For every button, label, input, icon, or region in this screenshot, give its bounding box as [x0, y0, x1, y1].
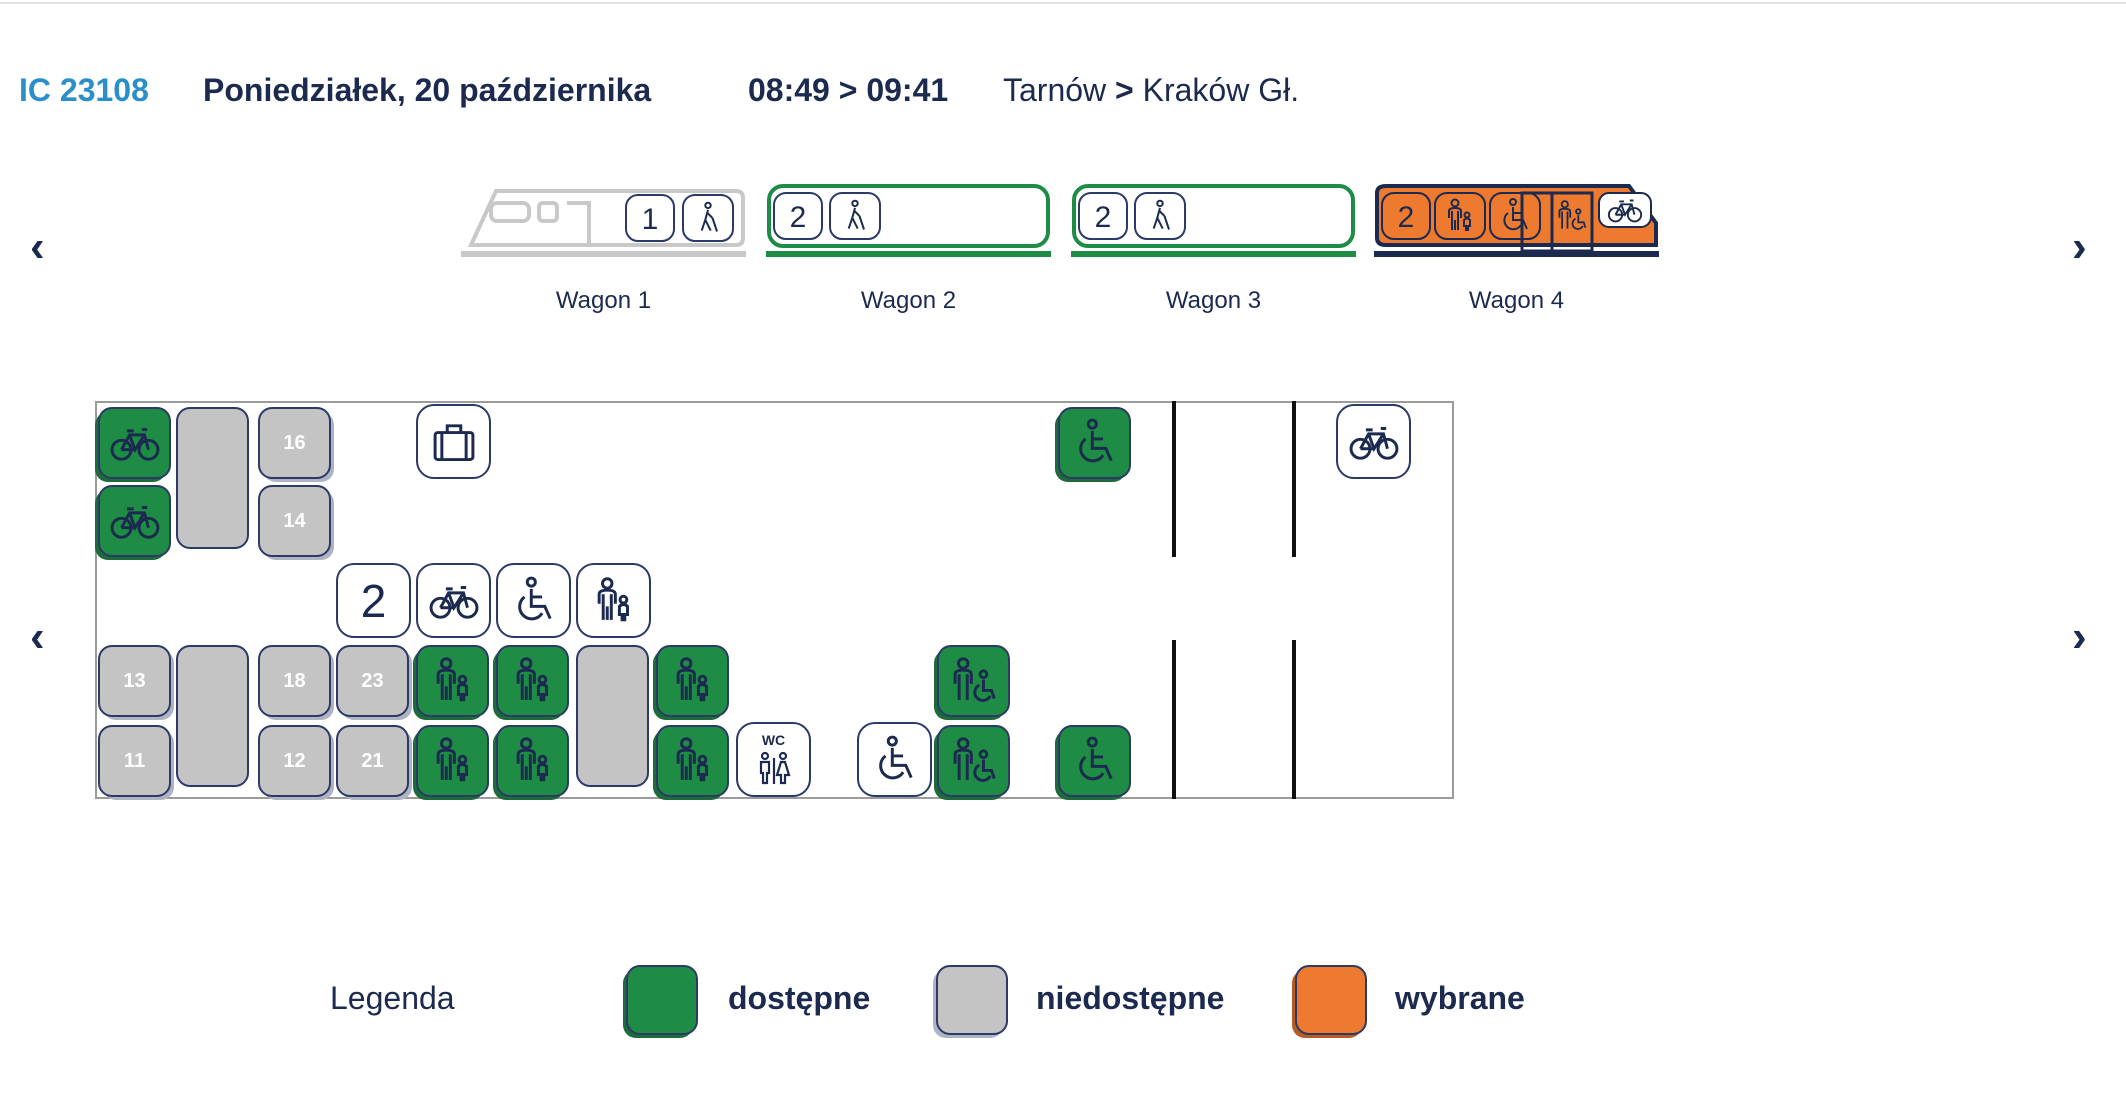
door-line — [1292, 401, 1296, 557]
seat-13: 13 — [98, 645, 171, 717]
wagon-3[interactable]: 2 — [1071, 183, 1356, 258]
family-icon — [506, 654, 560, 708]
table — [576, 645, 649, 787]
wagon-4-class: 2 — [1398, 201, 1415, 234]
family-wheelchair-seat-available[interactable] — [937, 645, 1010, 717]
wagon-prev-button[interactable]: ‹ — [30, 222, 45, 271]
bike-space-available[interactable] — [98, 485, 171, 557]
wagon-3-label: Wagon 3 — [1165, 287, 1262, 314]
family-seat-available[interactable] — [656, 725, 729, 797]
route: Tarnów > Kraków Gł. — [1003, 72, 1299, 109]
family-icon — [426, 734, 480, 788]
family-wheelchair-icon — [947, 734, 1001, 788]
luggage-area — [416, 404, 491, 479]
wagon-2[interactable]: 2 — [766, 183, 1051, 258]
family-seat-available[interactable] — [496, 645, 569, 717]
wagon-3-graphic: 2 — [1071, 184, 1356, 257]
seat-12: 12 — [258, 725, 331, 797]
luggage-icon — [427, 415, 481, 469]
toilet-icon — [754, 748, 794, 788]
route-to: Kraków Gł. — [1142, 72, 1300, 108]
wagon-1-label: Wagon 1 — [555, 287, 652, 314]
legend-unavailable-swatch — [936, 965, 1008, 1035]
wagon-1-class: 1 — [642, 203, 659, 236]
map-prev-button[interactable]: ‹ — [30, 612, 45, 661]
bike-icon — [108, 494, 162, 548]
train-number: IC 23108 — [19, 72, 149, 108]
wheelchair-icon — [507, 574, 561, 628]
legend-available-swatch — [626, 965, 698, 1035]
family-seat-available[interactable] — [656, 645, 729, 717]
seat-16: 16 — [258, 407, 331, 479]
wagon-1-graphic: 1 — [461, 189, 746, 257]
legend-selected-swatch — [1295, 965, 1367, 1035]
map-next-button[interactable]: › — [2072, 612, 2087, 661]
family-seat-available[interactable] — [416, 645, 489, 717]
bike-icon — [1347, 415, 1401, 469]
wagon-next-button[interactable]: › — [2072, 222, 2087, 271]
wagon-1[interactable]: 1 — [461, 183, 746, 258]
family-icon — [666, 654, 720, 708]
wheelchair-icon — [868, 733, 922, 787]
seat-map — [95, 401, 1454, 799]
wc-label: WC — [761, 731, 786, 748]
legend-unavailable-label: niedostępne — [1036, 980, 1225, 1016]
seat-21: 21 — [336, 725, 409, 797]
wagon-4-label: Wagon 4 — [1468, 287, 1565, 314]
wheelchair-area — [857, 722, 932, 797]
legend-available-label: dostępne — [728, 980, 871, 1016]
seat-14: 14 — [258, 485, 331, 557]
class-badge: 2 — [336, 563, 411, 638]
table — [176, 407, 249, 549]
wheelchair-compartment-label — [496, 563, 571, 638]
seat-11: 11 — [98, 725, 171, 797]
wagon-4-graphic: 2 — [1374, 184, 1659, 257]
bike-compartment-label — [416, 563, 491, 638]
seat-18: 18 — [258, 645, 331, 717]
door-line — [1172, 401, 1176, 557]
travel-time: 08:49 > 09:41 — [748, 72, 949, 108]
wheelchair-space-available[interactable] — [1058, 407, 1131, 479]
family-icon — [587, 574, 641, 628]
bike-icon — [427, 574, 481, 628]
legend-title: Legenda — [330, 980, 455, 1016]
family-wheelchair-seat-available[interactable] — [937, 725, 1010, 797]
wagon-2-class: 2 — [790, 201, 807, 234]
table — [176, 645, 249, 787]
door-line — [1172, 640, 1176, 799]
family-icon — [426, 654, 480, 708]
seat-23: 23 — [336, 645, 409, 717]
family-wheelchair-icon — [947, 654, 1001, 708]
family-icon — [506, 734, 560, 788]
wheelchair-icon — [1068, 416, 1122, 470]
family-seat-available[interactable] — [416, 725, 489, 797]
family-seat-available[interactable] — [496, 725, 569, 797]
family-icon — [666, 734, 720, 788]
toilet: WC — [736, 722, 811, 797]
family-compartment-label — [576, 563, 651, 638]
top-divider — [0, 2, 2126, 4]
bike-space-available[interactable] — [98, 407, 171, 479]
wheelchair-space-available[interactable] — [1058, 725, 1131, 797]
wagon-2-label: Wagon 2 — [860, 287, 957, 314]
bike-area — [1336, 404, 1411, 479]
wagon-3-class: 2 — [1095, 201, 1112, 234]
wagon-2-graphic: 2 — [766, 184, 1051, 257]
legend-selected-label: wybrane — [1395, 980, 1525, 1016]
route-separator: > — [1115, 72, 1134, 108]
wheelchair-icon — [1068, 734, 1122, 788]
bike-icon — [108, 416, 162, 470]
route-from: Tarnów — [1003, 72, 1107, 108]
travel-date: Poniedziałek, 20 października — [203, 72, 652, 108]
door-line — [1292, 640, 1296, 799]
wagon-4[interactable]: 2 — [1374, 183, 1659, 258]
